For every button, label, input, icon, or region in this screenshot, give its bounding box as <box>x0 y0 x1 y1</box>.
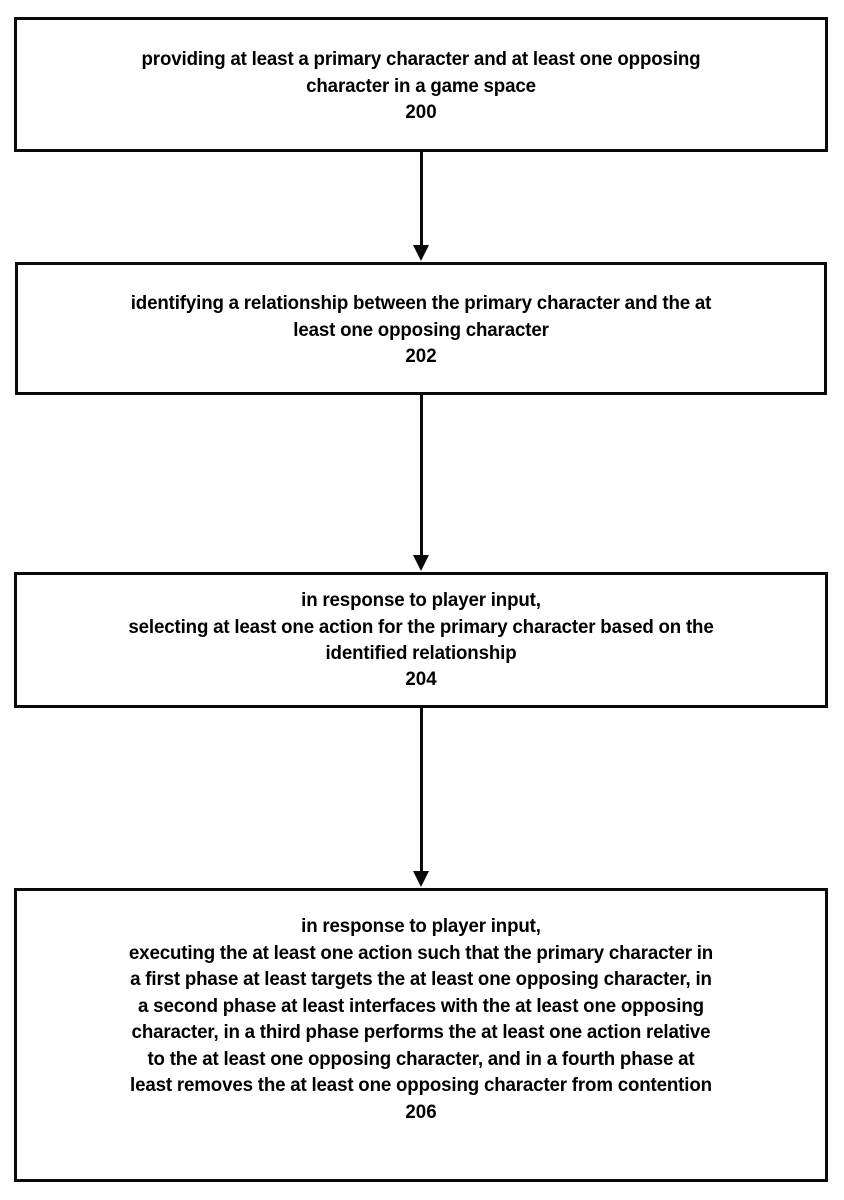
connector-line <box>420 707 423 873</box>
step-200-reference-numeral: 200 <box>405 101 437 123</box>
flowchart-step-200: providing at least a primary character a… <box>14 17 828 152</box>
step-206-text: in response to player input, executing t… <box>128 915 714 1096</box>
flowchart-step-204: in response to player input, selecting a… <box>14 572 828 708</box>
down-arrow-icon <box>413 871 429 887</box>
step-206-reference-numeral: 206 <box>405 1101 437 1123</box>
connector-line <box>420 394 423 556</box>
down-arrow-icon <box>413 245 429 261</box>
flowchart-step-206: in response to player input, executing t… <box>14 888 828 1182</box>
step-200-text: providing at least a primary character a… <box>141 48 701 97</box>
step-204-text: in response to player input, selecting a… <box>128 589 714 664</box>
step-204-reference-numeral: 204 <box>405 668 437 690</box>
step-202-text: identifying a relationship between the p… <box>130 292 712 341</box>
step-202-reference-numeral: 202 <box>405 345 437 367</box>
connector-line <box>420 151 423 247</box>
flowchart-step-202: identifying a relationship between the p… <box>15 262 827 395</box>
down-arrow-icon <box>413 555 429 571</box>
